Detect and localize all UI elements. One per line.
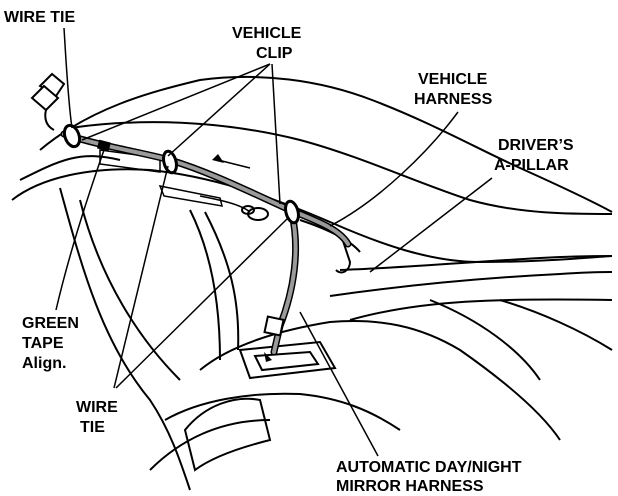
- label-wire-tie-bottom-line1: WIRE: [76, 399, 118, 416]
- label-a-pillar-line1: DRIVER’S: [498, 137, 574, 154]
- label-green-tape-line3: Align.: [22, 355, 66, 372]
- wire-tie-top-left: [62, 123, 82, 149]
- label-mirror-harness-line1: AUTOMATIC DAY/NIGHT: [336, 459, 522, 476]
- label-vehicle-clip-line1: VEHICLE: [232, 25, 302, 42]
- green-tape-mark: [96, 139, 111, 152]
- label-vehicle-harness-line1: VEHICLE: [418, 71, 488, 88]
- vehicle-clip-2: [284, 199, 300, 225]
- label-green-tape-line2: TAPE: [22, 335, 64, 352]
- label-green-tape-line1: GREEN: [22, 315, 79, 332]
- label-wire-tie-top: WIRE TIE: [4, 9, 75, 26]
- mirror-mount-arrow: [264, 352, 272, 362]
- label-mirror-harness-line2: MIRROR HARNESS: [336, 478, 484, 495]
- leader-lines: [55, 27, 493, 457]
- mirror-harness: [263, 210, 300, 356]
- harness-connector-icon: [30, 72, 66, 131]
- label-vehicle-clip-line2: CLIP: [256, 45, 293, 62]
- label-a-pillar-line2: A-PILLAR: [494, 157, 569, 174]
- vehicle-clip-1: [162, 149, 178, 175]
- callout-labels: WIRE TIE VEHICLE CLIP VEHICLE HARNESS DR…: [4, 9, 574, 495]
- label-vehicle-harness-line2: HARNESS: [414, 91, 493, 108]
- vehicle-body-outline: [11, 75, 613, 491]
- label-wire-tie-bottom-line2: TIE: [80, 419, 105, 436]
- vehicle-harness: [60, 130, 352, 248]
